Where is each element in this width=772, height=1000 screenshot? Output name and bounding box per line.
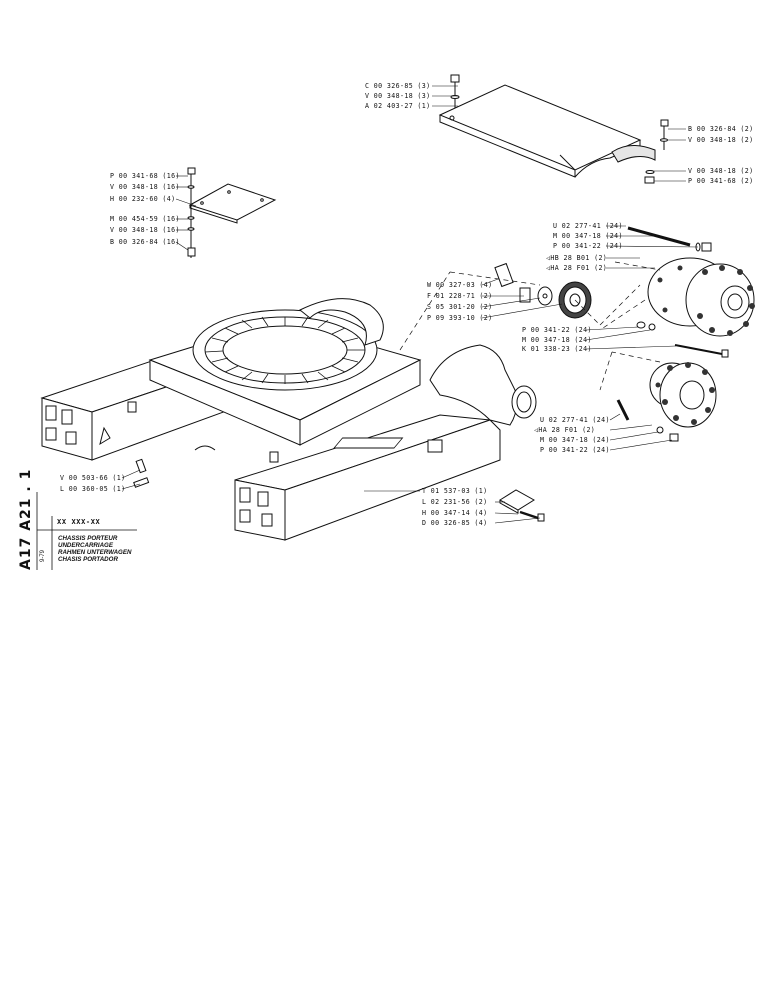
part-label: V 00 348-18 (3) bbox=[365, 92, 431, 100]
frame-wear-plate bbox=[499, 489, 545, 522]
part-label: ◁HB 28 B01 (2) bbox=[546, 254, 607, 262]
motor-bolt-upper bbox=[627, 226, 729, 358]
part-label: L 02 231-56 (2) bbox=[422, 498, 488, 506]
title-block-lines bbox=[36, 492, 137, 570]
part-label: V 00 348-18 (2) bbox=[688, 167, 754, 175]
sheet-code: A17 A21 . 1 bbox=[18, 468, 34, 570]
pinion-gear bbox=[558, 281, 592, 319]
part-label-text: HB 28 B01 (2) bbox=[550, 254, 608, 262]
part-label: P 00 341-68 (16) bbox=[110, 172, 180, 180]
part-label: U 02 277-41 (24) bbox=[553, 222, 623, 230]
cover-bolt-top bbox=[450, 74, 460, 108]
cover-nut-bottom bbox=[644, 170, 655, 184]
part-label: B 00 326-84 (2) bbox=[688, 125, 754, 133]
arrow-icon: ◁ bbox=[534, 426, 539, 434]
hydraulic-motor-upper bbox=[647, 257, 755, 337]
title-de: RAHMEN UNTERWAGEN bbox=[58, 549, 132, 556]
part-label: W 00 327-03 (4) bbox=[427, 281, 493, 289]
part-label: V 00 348-18 (2) bbox=[688, 136, 754, 144]
part-label: T 01 537-03 (1) bbox=[422, 487, 488, 495]
part-label: P 09 393-10 (2) bbox=[427, 314, 493, 322]
part-label: V 00 348-18 (16) bbox=[110, 226, 180, 234]
title-es: CHASIS PORTADOR bbox=[58, 556, 118, 563]
part-label: C 00 326-85 (3) bbox=[365, 82, 431, 90]
part-label: P 00 341-22 (24) bbox=[553, 242, 623, 250]
part-label: B 00 326-84 (16) bbox=[110, 238, 180, 246]
pin-parts bbox=[133, 458, 150, 488]
part-label: ◁HA 28 F01 (2) bbox=[546, 264, 607, 272]
undercarriage-frame bbox=[40, 298, 537, 541]
part-label: M 00 347-18 (24) bbox=[553, 232, 623, 240]
part-label: P 00 341-68 (2) bbox=[688, 177, 754, 185]
reference-number: XX XXX-XX bbox=[57, 518, 101, 526]
part-label: H 00 232-60 (4) bbox=[110, 195, 176, 203]
part-label: M 00 347-18 (24) bbox=[522, 336, 592, 344]
part-label: M 00 454-59 (16) bbox=[110, 215, 180, 223]
part-label: V 00 348-18 (16) bbox=[110, 183, 180, 191]
part-label-text: HA 28 F01 (2) bbox=[538, 426, 596, 434]
part-label: K 01 338-23 (24) bbox=[522, 345, 592, 353]
gear-assembly bbox=[494, 262, 592, 319]
arrow-icon: ◁ bbox=[546, 254, 551, 262]
part-label: S 05 301-20 (2) bbox=[427, 303, 493, 311]
title-en: UNDERCARRIAGE bbox=[58, 542, 114, 549]
sheet-date: 9-79 bbox=[40, 549, 46, 562]
arrow-icon: ◁ bbox=[546, 264, 551, 272]
part-label: V 00 503-66 (1) bbox=[60, 474, 126, 482]
part-label: P 00 341-22 (24) bbox=[540, 446, 610, 454]
part-label: A 02 403-27 (1) bbox=[365, 102, 431, 110]
hydraulic-motor-lower bbox=[649, 362, 717, 428]
title-fr: CHASSIS PORTEUR bbox=[58, 535, 118, 542]
part-label: H 00 347-14 (4) bbox=[422, 509, 488, 517]
part-label: P 00 341-22 (24) bbox=[522, 326, 592, 334]
small-plate bbox=[188, 183, 277, 224]
cover-plate bbox=[438, 84, 656, 178]
motor-bolt-lower bbox=[616, 399, 679, 442]
cover-bolt-right bbox=[660, 119, 669, 150]
part-label: M 00 347-18 (24) bbox=[540, 436, 610, 444]
part-label: ◁HA 28 F01 (2) bbox=[534, 426, 595, 434]
plate-bolt bbox=[187, 167, 196, 258]
part-label: D 00 326-85 (4) bbox=[422, 519, 488, 527]
part-label-text: HA 28 F01 (2) bbox=[550, 264, 608, 272]
part-label: F 01 228-71 (2) bbox=[427, 292, 493, 300]
part-label: U 02 277-41 (24) bbox=[540, 416, 610, 424]
part-label: L 00 360-05 (1) bbox=[60, 485, 126, 493]
